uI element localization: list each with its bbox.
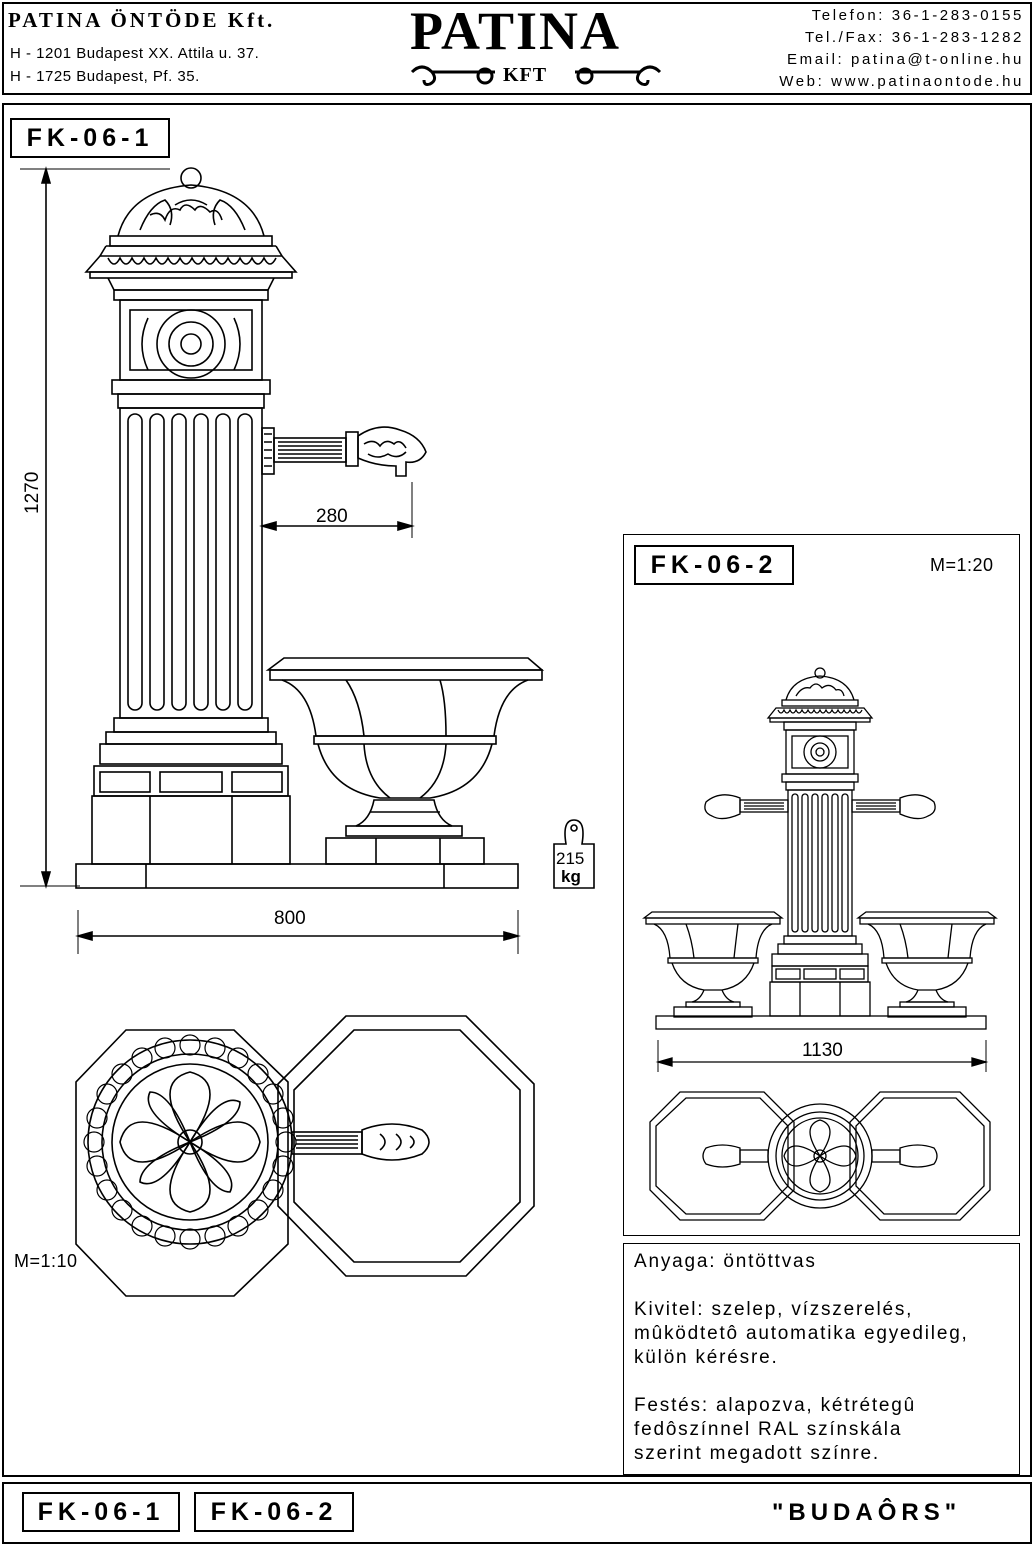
scale-fk-06-2: M=1:20 <box>930 555 994 575</box>
specs-panel <box>623 1243 1020 1475</box>
spec-execution-line-2: mûködtetô automatika egyedileg, <box>634 1323 969 1344</box>
logo-subtitle: KFT <box>503 64 548 86</box>
footer-code-fk-06-1: FK-06-1 <box>22 1492 180 1532</box>
footer-code-fk-06-2: FK-06-2 <box>194 1492 354 1532</box>
fk-06-2-label: FK-06-2 <box>634 545 794 585</box>
spec-material: Anyaga: öntöttvas <box>634 1251 817 1272</box>
phone-number: Telefon: 36-1-283-0155 <box>811 7 1024 24</box>
weight-unit: kg <box>561 867 581 886</box>
spec-execution-line-3: külön kérésre. <box>634 1347 779 1368</box>
spec-paint-line-3: szerint megadott színre. <box>634 1443 880 1464</box>
company-name: PATINA ÖNTÖDE Kft. <box>8 8 276 32</box>
scale-fk-06-1: M=1:10 <box>14 1251 78 1271</box>
fk-06-1-label: FK-06-1 <box>10 118 170 158</box>
width-dimension-fk-06-1: 800 <box>274 908 306 929</box>
product-name: "BUDAÔRS" <box>772 1499 962 1526</box>
fax-number: Tel./Fax: 36-1-283-1282 <box>804 29 1024 46</box>
header-frame <box>2 2 1032 95</box>
email-address: Email: patina@t-online.hu <box>787 51 1024 68</box>
address-line-2: H - 1725 Budapest, Pf. 35. <box>10 68 200 85</box>
spec-paint-line-2: fedôszínnel RAL színskála <box>634 1419 903 1440</box>
address-line-1: H - 1201 Budapest XX. Attila u. 37. <box>10 45 260 62</box>
spec-paint-line-1: Festés: alapozva, kétrétegû <box>634 1395 917 1416</box>
spout-dimension: 280 <box>316 506 348 527</box>
spec-execution-line-1: Kivitel: szelep, vízszerelés, <box>634 1299 914 1320</box>
height-dimension: 1270 <box>22 472 43 514</box>
weight-value: 215 <box>556 849 584 868</box>
fk-06-2-panel <box>623 534 1020 1236</box>
logo-title: PATINA <box>410 1 621 61</box>
web-address: Web: www.patinaontode.hu <box>779 73 1024 90</box>
